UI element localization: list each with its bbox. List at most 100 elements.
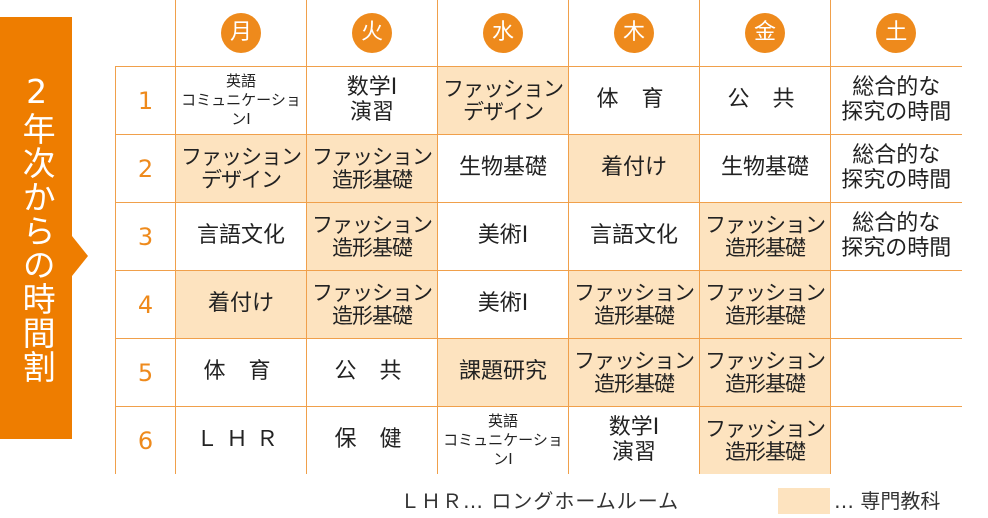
subject-line-1: 生物基礎 [720,155,809,181]
subject-name: 公 共 [308,359,437,385]
subject-cell: 公 共 [306,338,438,407]
subject-name: ＬＨＲ [177,427,306,453]
subject-name: ファッション造形基礎 [308,281,437,326]
subject-cell: ファッション造形基礎 [568,338,700,407]
subject-cell: ＬＨＲ [175,406,307,474]
subject-line-1: ファッション [443,77,564,102]
day-header-row: 月 火 水 木 金 土 [115,0,962,67]
subject-name: ファッションデザイン [439,77,568,122]
subject-line-2: 演習 [349,99,394,125]
subject-line-1: 数学Ⅰ [608,415,660,441]
subject-cell: ファッション造形基礎 [306,270,438,339]
subject-name: 言語文化 [570,223,699,249]
subject-line-1: ファッション [312,281,433,306]
subject-line-1: 言語文化 [589,223,678,249]
period-number: 3 [115,202,176,271]
day-header: 木 [568,0,700,67]
subject-cell: ファッション造形基礎 [306,202,438,271]
subject-name: 公 共 [701,87,830,113]
subject-cell: 英語コミュニケーションⅠ [437,406,569,474]
subject-name: 体 育 [570,87,699,113]
subject-line-1: ファッション [705,417,826,442]
subject-cell: ファッション造形基礎 [699,270,831,339]
subject-line-2: 造形基礎 [332,167,413,192]
legend-label: … 専門教科 [834,489,941,513]
subject-name: 課題研究 [439,359,568,385]
day-header: 火 [306,0,438,67]
period-number: 1 [115,66,176,135]
subject-line-1: 着付け [207,291,274,317]
subject-name: 体 育 [177,359,306,385]
subject-cell: ファッション造形基礎 [699,406,831,474]
subject-line-1: 数学Ⅰ [346,75,398,101]
subject-line-2: 造形基礎 [725,235,806,260]
subject-cell [830,270,962,339]
subject-line-2: 造形基礎 [594,371,675,396]
banner-title: 2年次からの時間割 [17,72,57,384]
subject-line-1: ファッション [705,349,826,374]
subject-line-1: 美術Ⅰ [477,223,529,249]
subject-cell: ファッションデザイン [437,66,569,135]
subject-line-2: 探究の時間 [841,99,952,125]
subject-cell: 着付け [175,270,307,339]
subject-name: 着付け [570,155,699,181]
subject-name: 総合的な探究の時間 [832,143,962,193]
subject-line-2: 造形基礎 [725,303,806,328]
title-banner: 2年次からの時間割 [0,17,72,439]
subject-line-1: 美術Ⅰ [477,291,529,317]
subject-cell: 言語文化 [568,202,700,271]
subject-line-2: 探究の時間 [841,167,952,193]
subject-line-1: 総合的な [852,75,941,101]
subject-line-1: 総合的な [852,143,941,169]
subject-line-1: 総合的な [852,211,941,237]
subject-line-1: 課題研究 [458,359,547,385]
subject-name: ファッション造形基礎 [701,349,830,396]
subject-line-1: 英語 [225,72,256,91]
subject-name: 英語コミュニケーションⅠ [177,72,306,128]
subject-line-1: 公 共 [727,87,803,113]
day-header: 水 [437,0,569,67]
subject-cell: ファッション造形基礎 [699,338,831,407]
subject-name: 総合的な探究の時間 [832,75,962,125]
subject-name: ファッション造形基礎 [701,213,830,260]
subject-line-2: コミュニケーションⅠ [181,91,301,128]
subject-cell [830,406,962,474]
subject-line-1: ＬＨＲ [195,427,286,453]
subject-line-2: 造形基礎 [725,439,806,464]
lhr-footnote: ＬＨＲ… ロングホームルーム [400,489,680,513]
subject-cell: 美術Ⅰ [437,202,569,271]
day-label: 水 [483,13,523,53]
subject-line-1: 体 育 [596,87,672,113]
subject-line-1: 着付け [600,155,667,181]
subject-cell: ファッション造形基礎 [699,202,831,271]
period-number: 4 [115,270,176,339]
day-header: 土 [830,0,962,67]
subject-line-1: 体 育 [203,359,279,385]
subject-cell: 総合的な探究の時間 [830,134,962,203]
subject-line-2: 造形基礎 [594,303,675,328]
subject-name: 英語コミュニケーションⅠ [439,412,568,468]
period-number: 5 [115,338,176,407]
subject-line-1: ファッション [705,281,826,306]
subject-name: 美術Ⅰ [439,223,568,249]
day-label: 土 [876,13,917,53]
subject-line-2: 造形基礎 [725,371,806,396]
subject-cell [830,338,962,407]
subject-line-1: 公 共 [334,359,410,385]
subject-line-1: ファッション [312,213,433,238]
subject-line-1: ファッション [181,145,302,170]
subject-name: 生物基礎 [701,155,830,181]
subject-line-1: ファッション [705,213,826,238]
subject-cell: 課題研究 [437,338,569,407]
day-label: 木 [614,13,654,53]
subject-name: 保 健 [308,428,437,452]
subject-cell: ファッション造形基礎 [306,134,438,203]
period-number: 6 [115,406,176,474]
subject-name: ファッション造形基礎 [308,146,437,192]
subject-line-2: コミュニケーションⅠ [443,431,563,468]
legend-swatch [778,488,830,514]
